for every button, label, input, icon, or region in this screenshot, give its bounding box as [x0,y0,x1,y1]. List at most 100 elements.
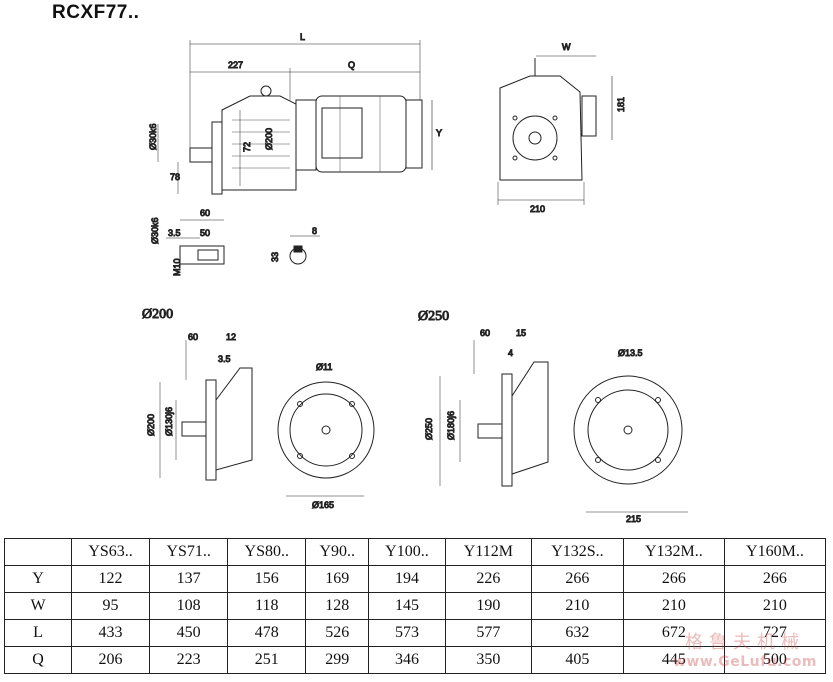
table-cell: 526 [305,619,370,647]
table-cell: 122 [70,565,151,593]
dim-f250-15: 15 [516,328,526,338]
key-detail [289,235,320,265]
dimension-table: YS63.. YS71.. YS80.. Y90.. Y100.. Y112M … [4,538,827,674]
shaft-detail [166,219,225,265]
dim-f200-hole: Ø11 [316,362,332,372]
table-cell: 210 [723,592,827,620]
table-header: Y100.. [368,538,446,566]
dim-f200-3-5: 3.5 [218,354,231,364]
dim-shaft-dia-k6: Ø30k6 [150,217,160,244]
table-cell: 632 [530,619,624,647]
table-cell: 210 [530,592,624,620]
flange-250-label: Ø250 [418,309,449,324]
table-cell: 445 [622,646,725,674]
table-cell: 727 [723,619,827,647]
flange-200-side [159,340,253,481]
dim-flange-200: Ø200 [264,128,274,150]
table-cell: 226 [444,565,532,593]
dim-f200-dia: Ø200 [146,414,156,436]
gearmotor-side-view [157,40,433,195]
technical-drawing: L 227 Q Y Ø30k6 72 Ø200 78 W 181 210 60 … [142,32,688,525]
table-cell: 128 [305,592,370,620]
table-cell: 573 [368,619,446,647]
dim-181: 181 [616,97,626,112]
table-cell: 577 [444,619,532,647]
table-cell: 137 [149,565,229,593]
table-row: W 95 108 118 128 145 190 210 210 210 [4,592,827,620]
table-cell: 266 [622,565,725,593]
dim-shaft-m10: M10 [172,258,182,276]
gearmotor-end-view [497,55,613,205]
table-row: Y 122 137 156 169 194 226 266 266 266 [4,565,827,593]
flange-200-front [277,381,375,497]
dim-shaft-3-5: 3.5 [168,228,181,238]
table-cell: 346 [368,646,446,674]
table-header: Y132M.. [622,538,725,566]
row-label: L [4,619,72,647]
dim-f250-4: 4 [508,348,513,358]
dim-227: 227 [228,60,243,70]
table-cell: 672 [622,619,725,647]
flange-200-label: Ø200 [142,307,173,322]
dim-shaft-60: 60 [200,208,210,218]
table-cell: 266 [530,565,624,593]
table-cell: 210 [622,592,725,620]
table-cell: 190 [444,592,532,620]
dim-f200-pilot: Ø130j6 [164,407,174,436]
table-cell: 95 [70,592,151,620]
table-cell: 169 [305,565,370,593]
flange-250-front [573,375,688,513]
table-header: Y90.. [305,538,370,566]
dim-Y: Y [436,128,442,138]
dim-f250-60: 60 [480,328,490,338]
dim-210: 210 [530,204,545,214]
table-row: Q 206 223 251 299 346 350 405 445 500 [4,646,827,674]
dim-W: W [562,42,571,52]
table-cell: 108 [149,592,229,620]
table-cell: 350 [444,646,532,674]
dim-f250-pcd: 215 [626,514,641,524]
table-cell: 223 [149,646,229,674]
dim-f250-pilot: Ø180j6 [446,411,456,440]
watermark-url: www.GeLufu.com [673,654,817,670]
table-cell: 118 [227,592,307,620]
table-header-row: YS63.. YS71.. YS80.. Y90.. Y100.. Y112M … [4,538,827,566]
table-header: Y112M [444,538,532,566]
watermark: 格鲁夫机械 www.GeLufu.com [660,628,830,670]
table-header: YS63.. [70,538,151,566]
dim-f250-hole: Ø13.5 [618,348,643,358]
dim-shaft-50: 50 [200,228,210,238]
row-label: W [4,592,72,620]
table-cell: 433 [70,619,151,647]
drawing-title: RCXF77.. [52,2,140,23]
dim-72: 72 [242,142,252,152]
flange-250-side [439,340,549,487]
dim-78: 78 [170,172,180,182]
table-header: YS80.. [227,538,307,566]
table-header: Y132S.. [530,538,624,566]
table-cell: 194 [368,565,446,593]
table-cell: 500 [723,646,827,674]
table-cell: 206 [70,646,151,674]
table-cell: 251 [227,646,307,674]
dim-L: L [300,32,305,42]
table-header: Y160M.. [723,538,827,566]
table-cell: 478 [227,619,307,647]
dim-Q: Q [348,60,355,70]
dim-f200-12: 12 [226,332,236,342]
watermark-cn: 格鲁夫机械 [685,632,805,653]
table-cell: 145 [368,592,446,620]
table-cell: 266 [723,565,827,593]
table-cell: 299 [305,646,370,674]
table-corner-cell [4,538,72,566]
table-header: YS71.. [149,538,229,566]
table-cell: 450 [149,619,229,647]
dim-key-8: 8 [312,226,317,236]
table-cell: 405 [530,646,624,674]
row-label: Q [4,646,72,674]
dim-shaft-dia: Ø30k6 [148,123,158,150]
table-cell: 156 [227,565,307,593]
dim-key-33: 33 [270,252,280,262]
row-label: Y [4,565,72,593]
dim-f200-60: 60 [188,332,198,342]
